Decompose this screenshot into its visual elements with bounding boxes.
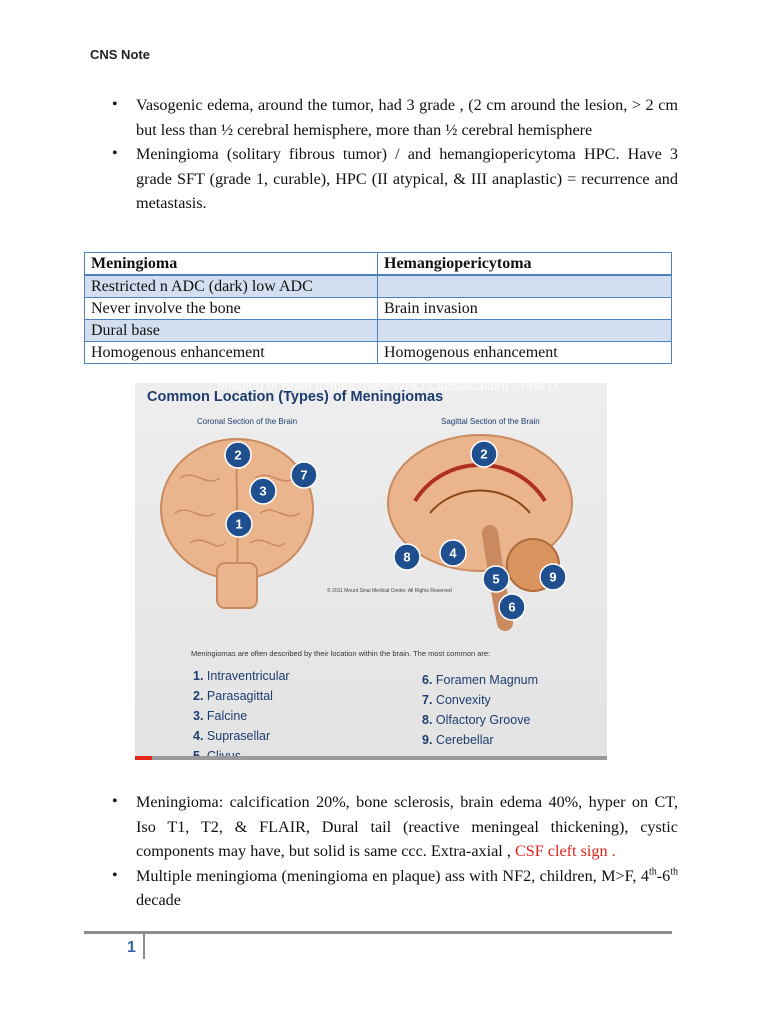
video-progress-fill xyxy=(135,756,152,760)
bullet-multiple-meningioma: Multiple meningioma (meningioma en plaqu… xyxy=(112,864,678,913)
list-item: 8. Olfactory Groove xyxy=(422,713,531,727)
bullet-list-bottom: Meningioma: calcification 20%, bone scle… xyxy=(112,790,678,913)
figure-title: Common Location (Types) of Meningiomas xyxy=(147,389,444,405)
location-marker-2: 2 xyxy=(224,441,252,469)
location-marker-4: 4 xyxy=(439,539,467,567)
sagittal-label: Sagittal Section of the Brain xyxy=(441,417,540,426)
table-cell: Dural base xyxy=(84,319,378,342)
table-row: Homogenous enhancement Homogenous enhanc… xyxy=(84,341,672,364)
figure-description: Meningiomas are often described by their… xyxy=(191,649,491,658)
footer-divider xyxy=(84,931,672,934)
table-header-meningioma: Meningioma xyxy=(84,252,378,276)
table-cell: Never involve the bone xyxy=(84,297,378,320)
location-marker-9: 9 xyxy=(539,563,567,591)
table-cell: Homogenous enhancement xyxy=(84,341,378,364)
bullet-meningioma-types: Meningioma (solitary fibrous tumor) / an… xyxy=(112,142,678,216)
csf-cleft-sign: CSF cleft sign . xyxy=(514,842,616,860)
svg-text:2: 2 xyxy=(234,448,241,463)
video-progress-bar[interactable] xyxy=(135,756,607,760)
coronal-label: Coronal Section of the Brain xyxy=(197,417,298,426)
video-title: Imaging of Brain tumors (New WHO Classif… xyxy=(217,383,569,393)
svg-text:7: 7 xyxy=(300,468,307,483)
table-cell: Homogenous enhancement xyxy=(377,341,672,364)
list-item: 9. Cerebellar xyxy=(422,733,494,747)
location-marker-7: 7 xyxy=(290,461,318,489)
page-number-bar xyxy=(143,934,145,959)
list-item: 7. Convexity xyxy=(422,693,491,707)
coronal-brain xyxy=(160,438,314,609)
table-cell xyxy=(377,274,672,298)
location-marker-5: 5 xyxy=(482,565,510,593)
list-item: 5. Clivus xyxy=(193,749,241,760)
table-header-row: Meningioma Hemangiopericytoma xyxy=(84,252,672,276)
location-list-right: 6. Foramen Magnum 7. Convexity 8. Olfact… xyxy=(422,670,538,750)
svg-text:2: 2 xyxy=(480,447,487,462)
table-cell: Restricted n ADC (dark) low ADC xyxy=(84,274,378,298)
location-marker-1: 1 xyxy=(225,510,253,538)
table-row: Never involve the bone Brain invasion xyxy=(84,297,672,320)
list-item: 1. Intraventricular xyxy=(193,669,290,683)
table-header-hemangiopericytoma: Hemangiopericytoma xyxy=(377,252,672,276)
svg-text:9: 9 xyxy=(549,570,556,585)
svg-text:6: 6 xyxy=(508,600,515,615)
list-item: 3. Falcine xyxy=(193,709,248,723)
bullet-list-top: Vasogenic edema, around the tumor, had 3… xyxy=(112,93,678,216)
svg-text:3: 3 xyxy=(259,484,266,499)
svg-text:4: 4 xyxy=(449,546,457,561)
svg-text:1: 1 xyxy=(235,517,242,532)
location-marker-6: 6 xyxy=(498,593,526,621)
table-row: Dural base xyxy=(84,319,672,342)
list-item: 2. Parasagittal xyxy=(193,689,273,703)
location-marker-3: 3 xyxy=(249,477,277,505)
location-list-left: 1. Intraventricular 2. Parasagittal 3. F… xyxy=(193,666,290,760)
comparison-table: Meningioma Hemangiopericytoma Restricted… xyxy=(84,252,672,364)
svg-text:8: 8 xyxy=(403,550,410,565)
table-cell: Brain invasion xyxy=(377,297,672,320)
location-marker-8: 8 xyxy=(393,543,421,571)
document-header: CNS Note xyxy=(90,47,150,62)
bullet-meningioma-imaging: Meningioma: calcification 20%, bone scle… xyxy=(112,790,678,864)
table-cell xyxy=(377,319,672,342)
location-marker-2: 2 xyxy=(470,440,498,468)
svg-text:5: 5 xyxy=(492,572,499,587)
bullet-vasogenic-edema: Vasogenic edema, around the tumor, had 3… xyxy=(112,93,678,142)
table-row: Restricted n ADC (dark) low ADC xyxy=(84,274,672,298)
list-item: 4. Suprasellar xyxy=(193,729,271,743)
list-item: 6. Foramen Magnum xyxy=(422,673,539,687)
page-number: 1 xyxy=(127,939,136,956)
copyright-notice: © 2011 Mount Sinai Medical Center. All R… xyxy=(327,588,452,594)
